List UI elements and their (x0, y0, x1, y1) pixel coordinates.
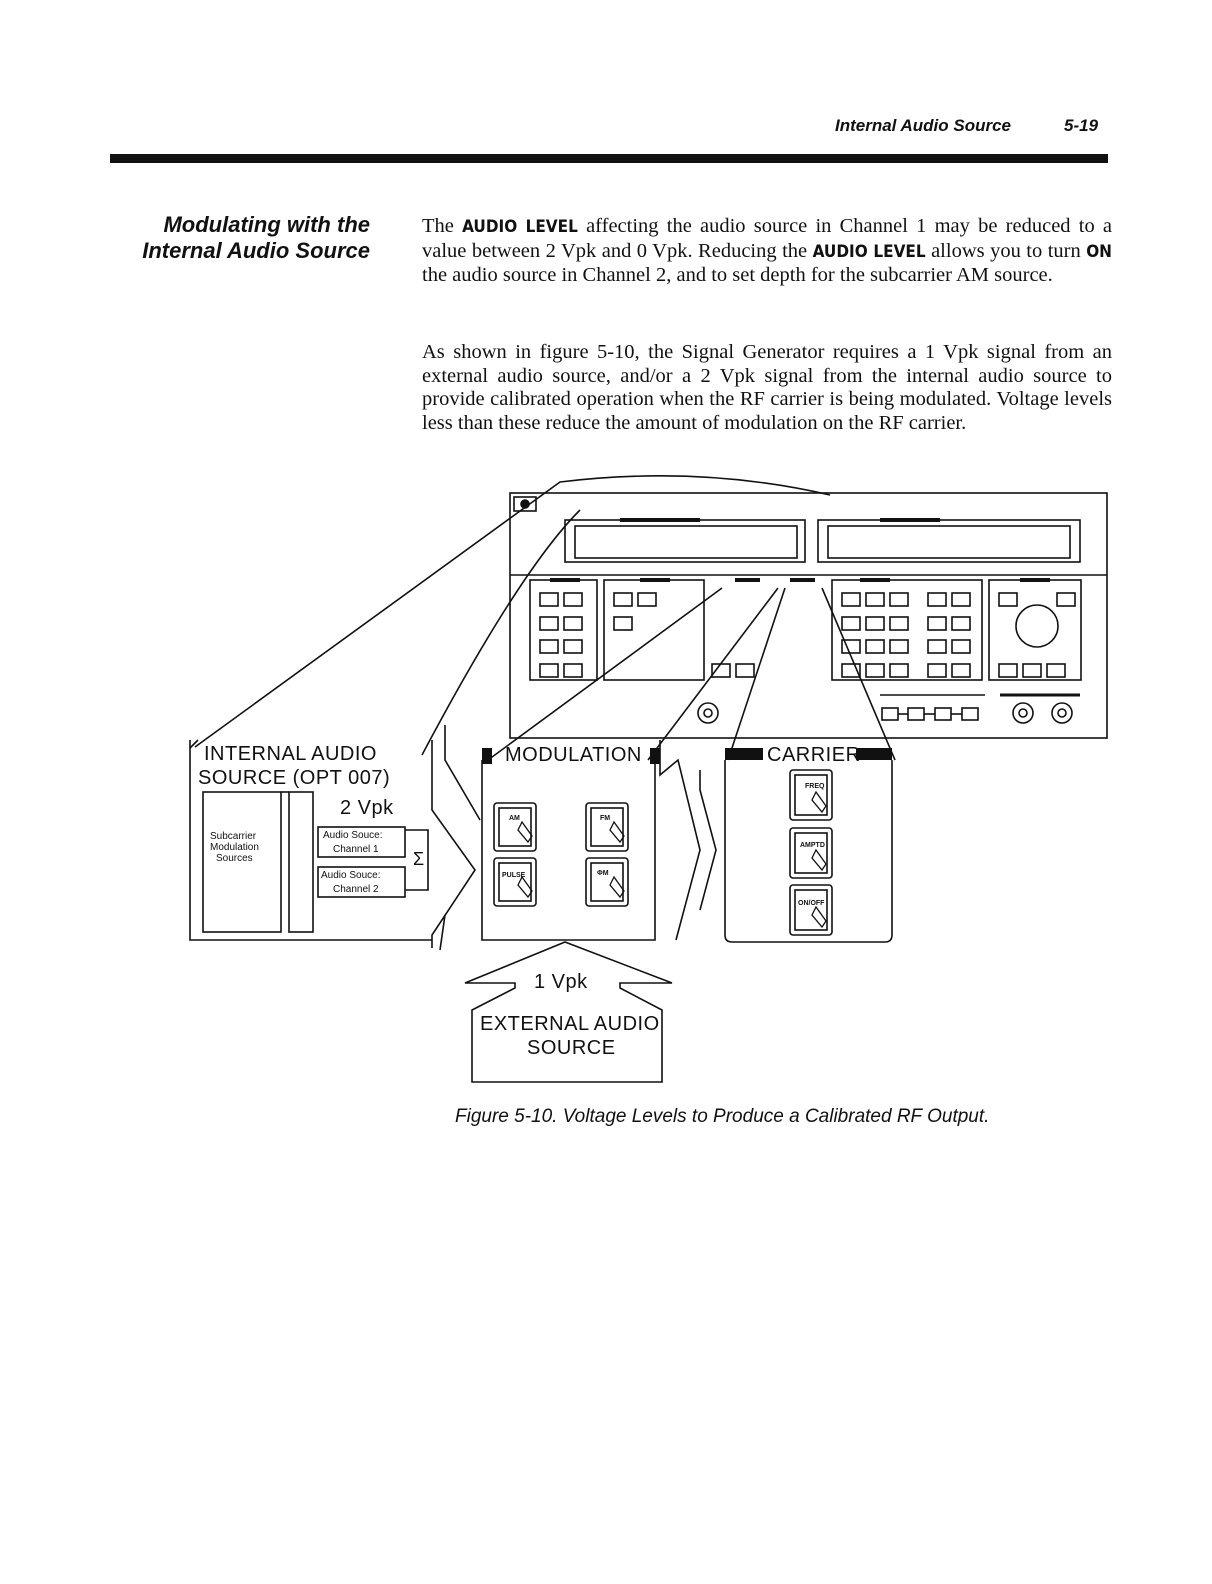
running-header: Internal Audio Source 5-19 (0, 116, 1212, 140)
fm-key-label: FM (600, 815, 611, 822)
internal-level-label: 2 Vpk (340, 797, 394, 819)
zoom-lines (194, 475, 896, 761)
external-audio-label-2: SOURCE (527, 1037, 616, 1059)
am-key-label: AM (509, 815, 520, 822)
page-number: 5-19 (1064, 116, 1099, 135)
figure-voltage-levels: INTERNAL AUDIO SOURCE (OPT 007) 2 Vpk Su… (0, 470, 1212, 1110)
paragraph-audio-level: The AUDIO LEVEL affecting the audio sour… (422, 215, 1113, 286)
subcarrier-label-2: Modulation (210, 842, 259, 853)
key-audio-level: AUDIO LEVEL (462, 217, 578, 237)
paragraph-voltage-levels: As shown in figure 5-10, the Signal Gene… (422, 341, 1112, 434)
figure-drawing (189, 475, 1108, 1083)
amptd-key-label: AMPTD (800, 842, 825, 849)
on-off-key-label: ON/OFF (798, 900, 825, 907)
channel2-label-2: Channel 2 (333, 884, 379, 895)
subcarrier-label-1: Subcarrier (210, 831, 257, 842)
channel2-label-1: Audio Souce: (321, 870, 381, 881)
external-level-label: 1 Vpk (534, 971, 588, 993)
hp-logo-icon (513, 496, 537, 512)
channel1-label-2: Channel 1 (333, 844, 379, 855)
carrier-title: CARRIER (767, 744, 861, 766)
modulation-title: MODULATION (505, 744, 642, 766)
key-on: ON (1086, 241, 1112, 262)
modulation-box (481, 740, 717, 941)
header-rule (110, 154, 1108, 163)
internal-audio-label-2: SOURCE (OPT 007) (198, 767, 391, 789)
figure-caption: Figure 5-10. Voltage Levels to Produce a… (455, 1106, 990, 1127)
internal-audio-label-1: INTERNAL AUDIO (204, 743, 377, 765)
pulse-key-label: PULSE (502, 872, 526, 879)
signal-generator-panel (509, 492, 1108, 739)
carrier-box (724, 748, 893, 943)
section-heading: Modulating with the Internal Audio Sourc… (110, 212, 370, 264)
summation-symbol: Σ (413, 849, 425, 869)
freq-key-label: FREQ (805, 783, 825, 790)
subcarrier-label-3: Sources (216, 853, 253, 864)
external-audio-label-1: EXTERNAL AUDIO (480, 1013, 660, 1035)
section-heading-line-1: Modulating with the (163, 212, 370, 237)
phase-key-label: ΦM (597, 870, 609, 877)
external-audio-box (464, 941, 673, 1083)
section-heading-line-2: Internal Audio Source (142, 238, 370, 263)
running-header-title: Internal Audio Source (835, 116, 1012, 135)
key-audio-level: AUDIO LEVEL (812, 241, 926, 262)
channel1-label-1: Audio Souce: (323, 830, 383, 841)
internal-audio-box (189, 725, 481, 951)
